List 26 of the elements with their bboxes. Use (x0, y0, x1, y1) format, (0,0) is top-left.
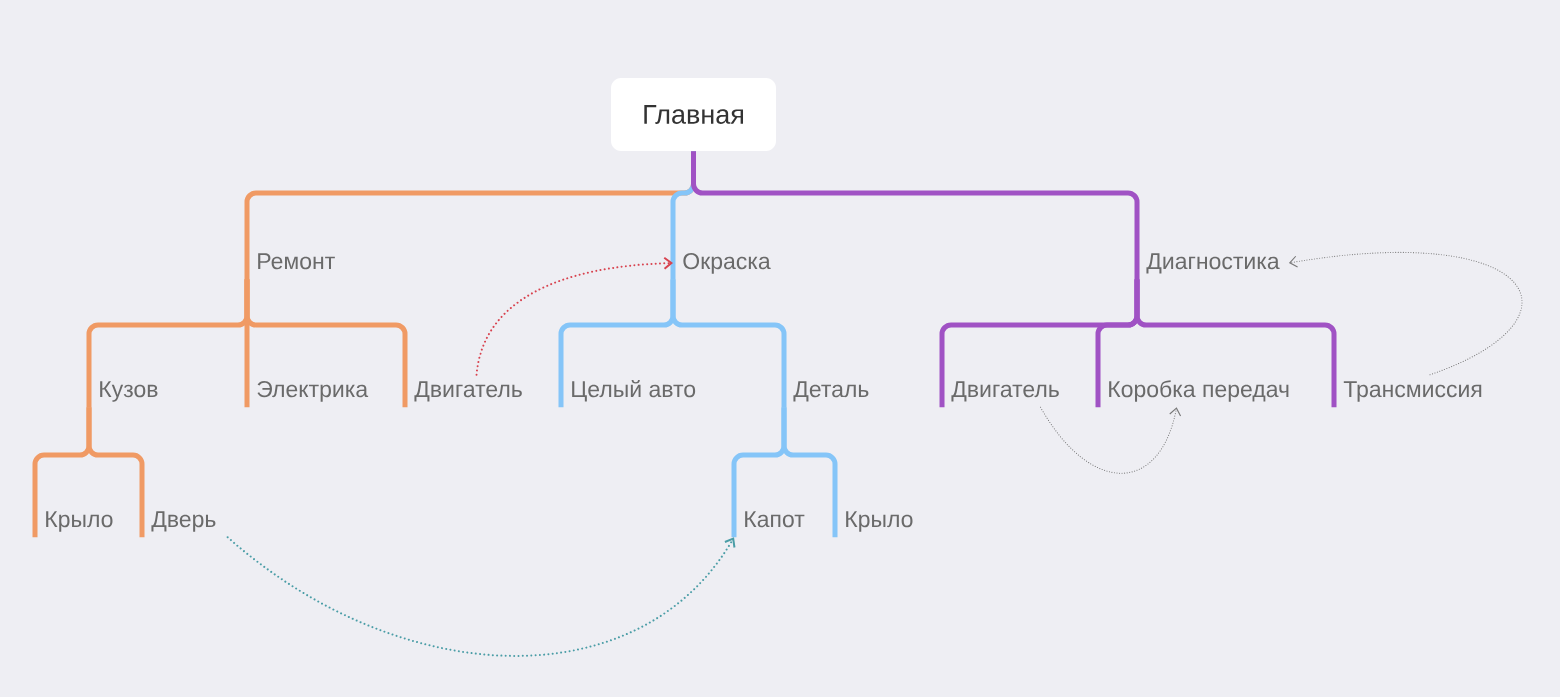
topic-label: Крыло (846, 511, 913, 532)
topic-label: Электрика (257, 380, 369, 402)
root-box: Главная (611, 78, 776, 151)
topic-label: Трансмиссия (1343, 381, 1482, 402)
topic-label: Окраска (683, 252, 771, 274)
dotted-arrow (1040, 406, 1182, 474)
branch-line (691, 151, 1140, 280)
branch-line (1134, 279, 1337, 408)
topic-label: Крыло (46, 511, 113, 532)
branch-line (670, 279, 787, 408)
dotted-arrow (475, 256, 673, 376)
topic-label: Дверь (151, 511, 216, 532)
dotted-arrow (226, 536, 736, 657)
topic-label: Двигатель (951, 381, 1059, 402)
topic-label: Деталь (793, 381, 869, 402)
topic-label: Целый авто (572, 379, 696, 402)
dotted-arrow (1288, 251, 1522, 376)
topic-label: Диагностика (1146, 253, 1280, 274)
branch-line (244, 279, 408, 408)
topic-label: Двигатель (414, 381, 522, 402)
branch-line (781, 407, 838, 538)
branch-line (86, 407, 145, 538)
topic-label: Капот (745, 511, 805, 528)
topic-label: Кузов (100, 381, 158, 402)
topic-label: Коробка передач (1109, 380, 1289, 402)
topic-label: Ремонт (258, 253, 335, 270)
